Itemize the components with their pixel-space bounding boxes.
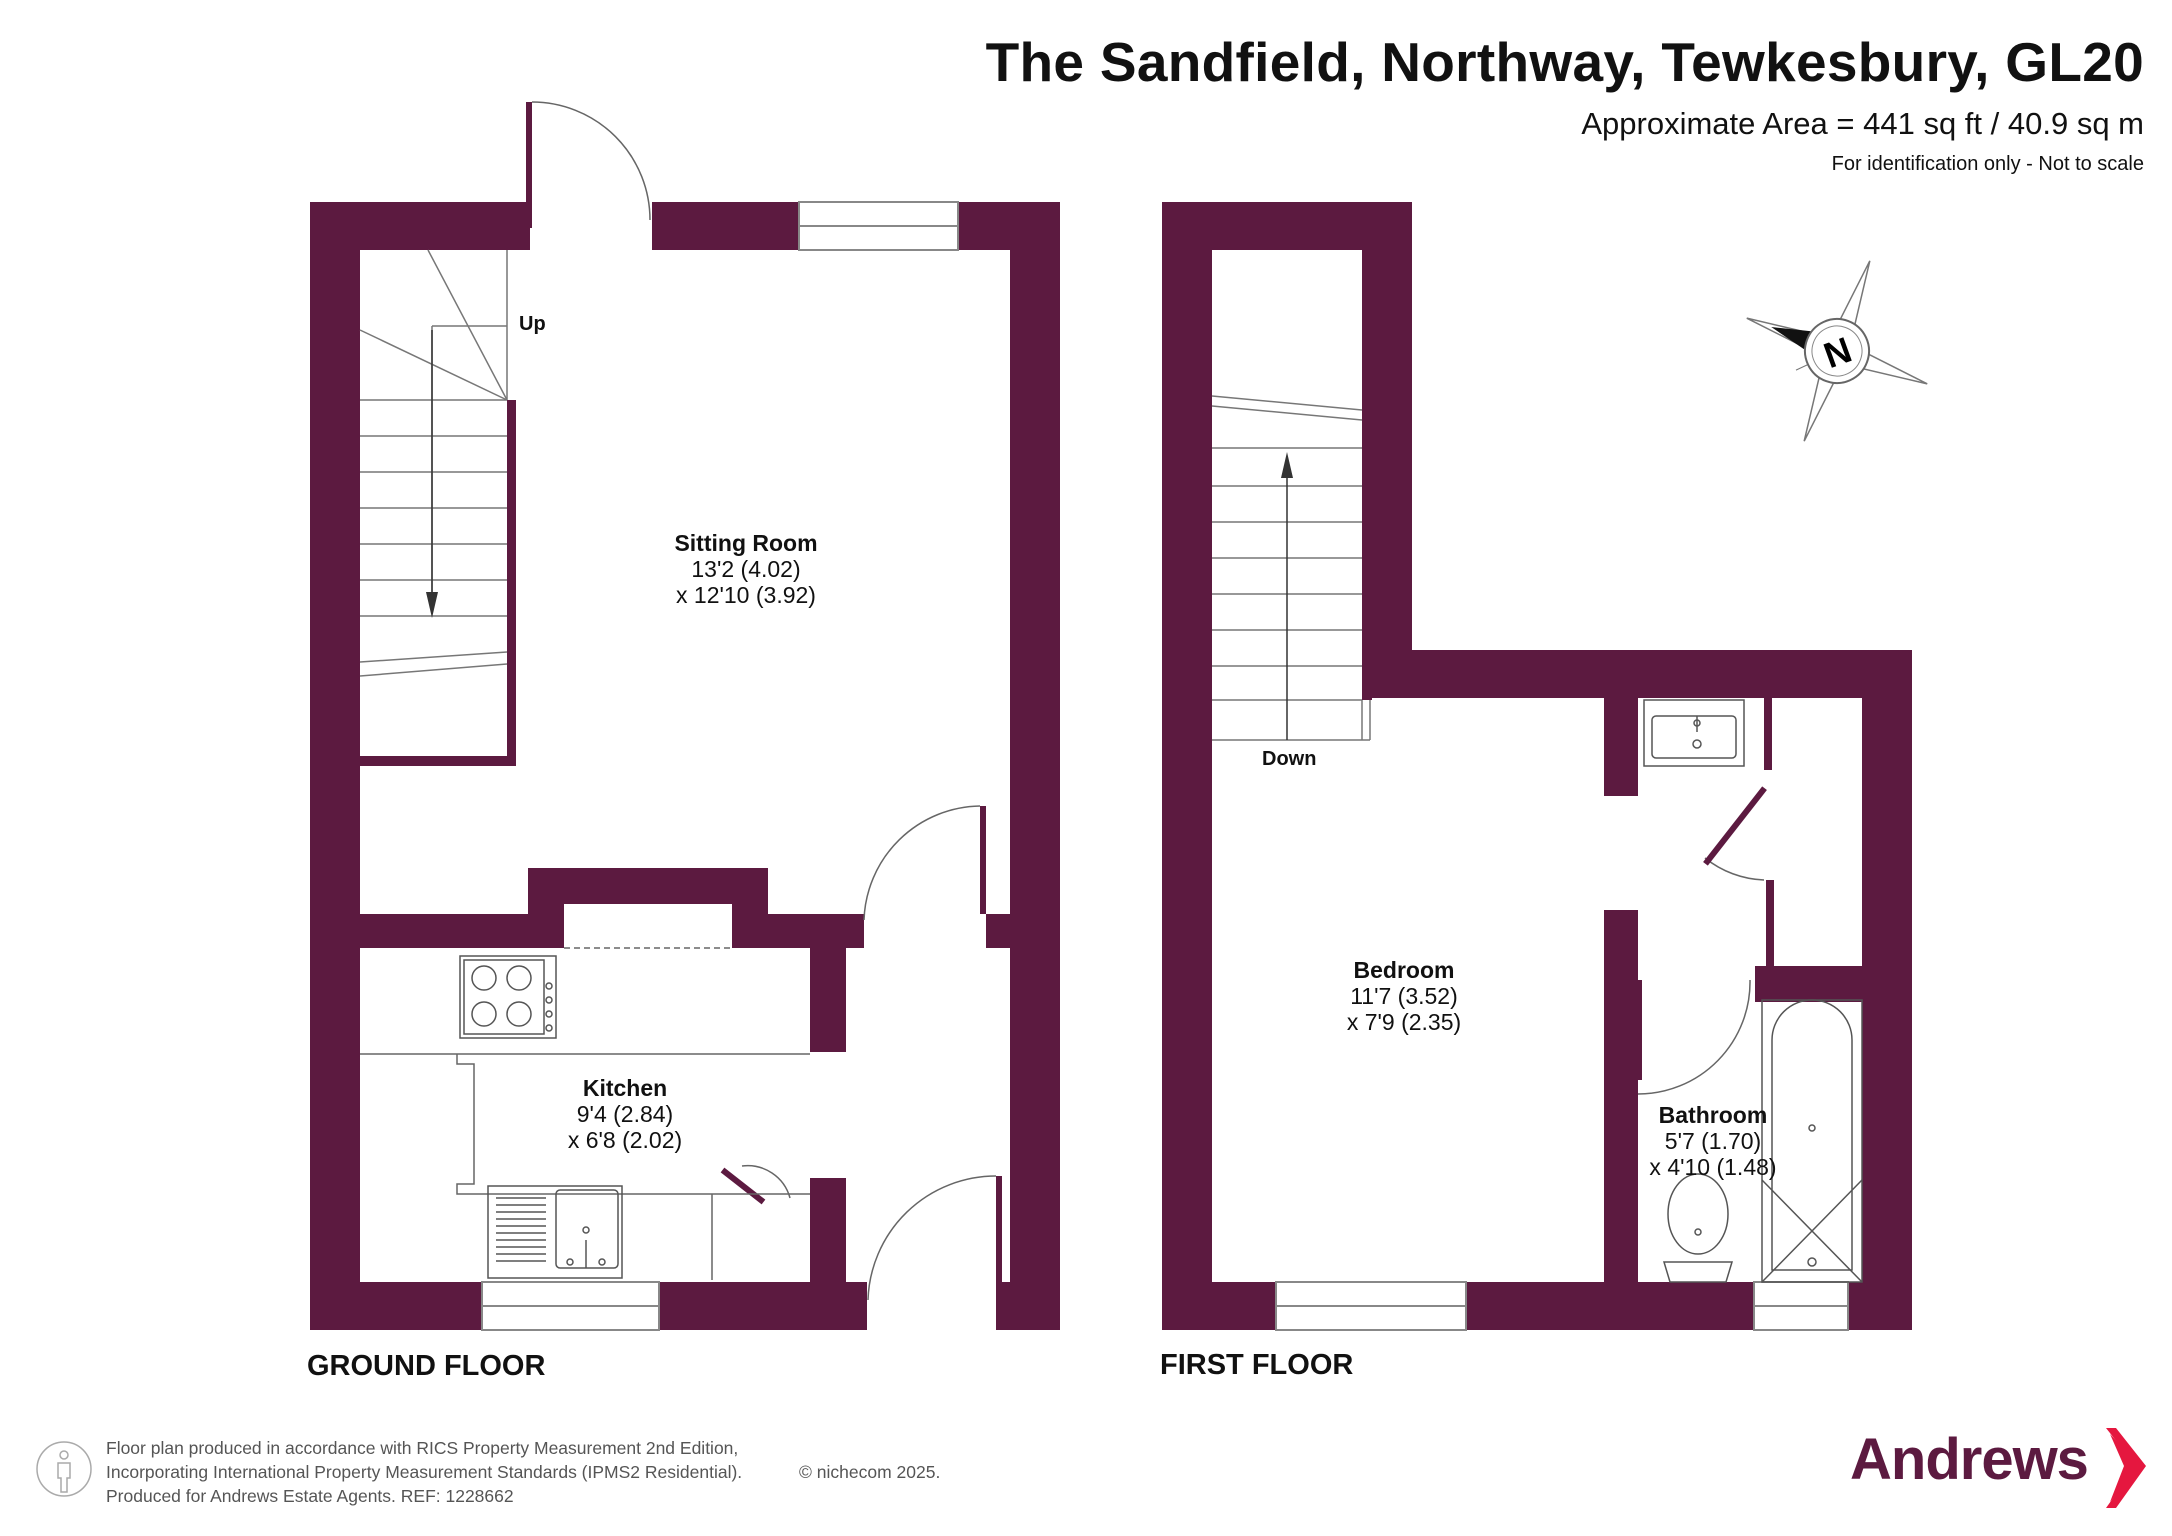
- footer-text: Floor plan produced in accordance with R…: [106, 1436, 940, 1508]
- stairs-down-arrow-head: [1281, 452, 1293, 478]
- room-dimension: 9'4 (2.84): [576, 1101, 674, 1127]
- scale-note: For identification only - Not to scale: [1831, 153, 2144, 175]
- room-name: Sitting Room: [674, 530, 818, 556]
- kitchen-fittings: [360, 947, 810, 1280]
- room-dimension: x 12'10 (3.92): [676, 582, 816, 608]
- footer-line: Incorporating International Property Mea…: [106, 1462, 743, 1482]
- room-dimension: 5'7 (1.70): [1664, 1128, 1762, 1154]
- page-title: The Sandfield, Northway, Tewkesbury, GL2…: [985, 31, 2144, 93]
- brand-logo: Andrews: [1850, 1427, 2089, 1492]
- room-name: Bathroom: [1658, 1102, 1768, 1128]
- bath-icon: [1761, 999, 1863, 1283]
- copyright: © nichecom 2025.: [799, 1462, 941, 1482]
- stairs-arrow-head: [426, 592, 438, 618]
- room-name: Bedroom: [1353, 957, 1455, 983]
- footer-line: Floor plan produced in accordance with R…: [106, 1438, 739, 1458]
- first-floor-stairs: [1211, 395, 1371, 741]
- room-sitting-room: Sitting Room 13'2 (4.02) x 12'10 (3.92): [674, 530, 817, 608]
- airing-cupboard-door-leaf: [1703, 786, 1767, 866]
- room-dimension: x 7'9 (2.35): [1346, 1009, 1462, 1035]
- room-kitchen: Kitchen 9'4 (2.84) x 6'8 (2.02): [568, 1075, 682, 1153]
- brand-chevron-fill: [2110, 1434, 2140, 1502]
- first-floor-doors: [1637, 857, 1765, 1095]
- first-floor-label: FIRST FLOOR: [1160, 1349, 1354, 1381]
- ground-floor-label: GROUND FLOOR: [307, 1350, 546, 1382]
- ground-floor-walls: [310, 102, 1060, 1330]
- first-floor-windows: [1275, 1281, 1849, 1331]
- room-dimension: 13'2 (4.02): [691, 556, 801, 582]
- room-name: Kitchen: [582, 1075, 668, 1101]
- compass-icon: [1746, 260, 1928, 442]
- hob-icon: [459, 955, 557, 1039]
- ground-floor-windows: [481, 201, 959, 1331]
- person-scale-icon: [36, 1441, 92, 1497]
- room-dimension: 11'7 (3.52): [1350, 983, 1458, 1009]
- approximate-area: Approximate Area = 441 sq ft / 40.9 sq m: [1581, 106, 2144, 141]
- kitchen-door-leaf: [720, 1167, 766, 1205]
- room-bedroom: Bedroom 11'7 (3.52) x 7'9 (2.35): [1347, 957, 1461, 1035]
- kitchen-sink-icon: [487, 1185, 623, 1279]
- room-bathroom: Bathroom 5'7 (1.70) x 4'10 (1.48): [1649, 1102, 1776, 1180]
- washbasin-icon: [1643, 699, 1745, 767]
- stairs-down-label: Down: [1262, 748, 1317, 770]
- ground-floor-stairs: [359, 249, 508, 677]
- toilet-icon: [1662, 1173, 1734, 1283]
- stairs-up-label: Up: [519, 313, 546, 335]
- room-dimension: x 4'10 (1.48): [1649, 1154, 1777, 1180]
- footer-line: Produced for Andrews Estate Agents. REF:…: [106, 1486, 514, 1506]
- room-dimension: x 6'8 (2.02): [567, 1127, 683, 1153]
- first-floor-walls: [1162, 202, 1912, 1330]
- ground-floor-doors: [531, 101, 997, 1301]
